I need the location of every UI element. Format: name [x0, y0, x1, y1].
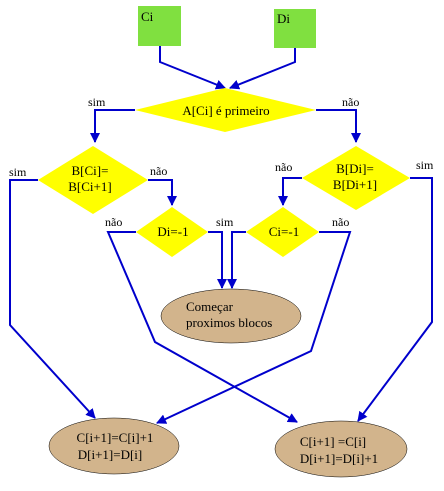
- decision-ci-label: Ci=-1: [269, 224, 299, 239]
- arrow-di-no: [106, 231, 298, 423]
- decision-di: Di=-1: [136, 207, 208, 257]
- terminal-next-line1: Começar: [186, 299, 234, 314]
- decision-bci-line2: B[Ci+1]: [68, 179, 111, 194]
- edge-label-bdi-yes: sim: [416, 158, 434, 172]
- connectors: [9, 46, 433, 424]
- edge-label-di-yes: sim: [216, 215, 234, 229]
- decision-bdi-line2: B[Di+1]: [333, 177, 377, 192]
- decision-bdi-line1: B[Di]=: [336, 161, 374, 176]
- edge-label-di-no: não: [105, 215, 122, 229]
- arrow-bdi-yes: [357, 177, 433, 422]
- start-box-ci: Ci: [138, 6, 181, 46]
- start-label-di: Di: [277, 11, 290, 26]
- terminal-left: C[i+1]=C[i]+1 D[i+1]=D[i]: [48, 417, 180, 475]
- terminal-next-line2: proximos blocos: [186, 315, 272, 330]
- decision-bci: B[Ci]= B[Ci+1]: [38, 146, 148, 214]
- arrow-ci-no: [156, 231, 352, 424]
- start-box-di: Di: [274, 9, 316, 48]
- edge-label-ci-no: não: [332, 215, 349, 229]
- edge-label-primary-no: não: [342, 95, 359, 109]
- terminal-right-line1: C[i+1] =C[i]: [300, 434, 366, 449]
- terminal-left-line1: C[i+1]=C[i]+1: [77, 430, 154, 445]
- decision-primary-label: A[Ci] é primeiro: [182, 103, 269, 118]
- arrow-primary-yes: [90, 109, 135, 143]
- decision-bdi: B[Di]= B[Di+1]: [302, 146, 410, 210]
- arrow-primary-no: [316, 109, 361, 143]
- arrow-bdi-no: [278, 177, 302, 206]
- terminal-right-line2: D[i+1]=D[i]+1: [300, 451, 378, 466]
- arrow-ci-to-primary: [159, 46, 226, 90]
- start-label-ci: Ci: [141, 9, 154, 24]
- edge-labels: sim não sim não não sim não sim não: [9, 95, 434, 229]
- edge-label-bdi-no: não: [275, 160, 292, 174]
- terminal-left-line2: D[i+1]=D[i]: [78, 447, 142, 462]
- arrow-di-to-primary: [229, 48, 296, 90]
- edge-label-bci-no: não: [150, 164, 167, 178]
- terminal-right: C[i+1] =C[i] D[i+1]=D[i]+1: [274, 420, 408, 478]
- decision-bci-line1: B[Ci]=: [72, 163, 109, 178]
- arrow-bci-yes: [9, 179, 96, 419]
- arrow-ci-yes: [227, 231, 246, 289]
- decision-primary: A[Ci] é primeiro: [135, 88, 316, 132]
- edge-label-bci-yes: sim: [9, 165, 27, 179]
- terminal-next-blocks: Começar proximos blocos: [160, 288, 302, 344]
- edge-label-primary-yes: sim: [88, 95, 106, 109]
- arrow-bci-no: [148, 179, 177, 206]
- decision-ci: Ci=-1: [246, 207, 319, 257]
- arrow-di-yes: [208, 231, 227, 289]
- decision-di-label: Di=-1: [157, 224, 188, 239]
